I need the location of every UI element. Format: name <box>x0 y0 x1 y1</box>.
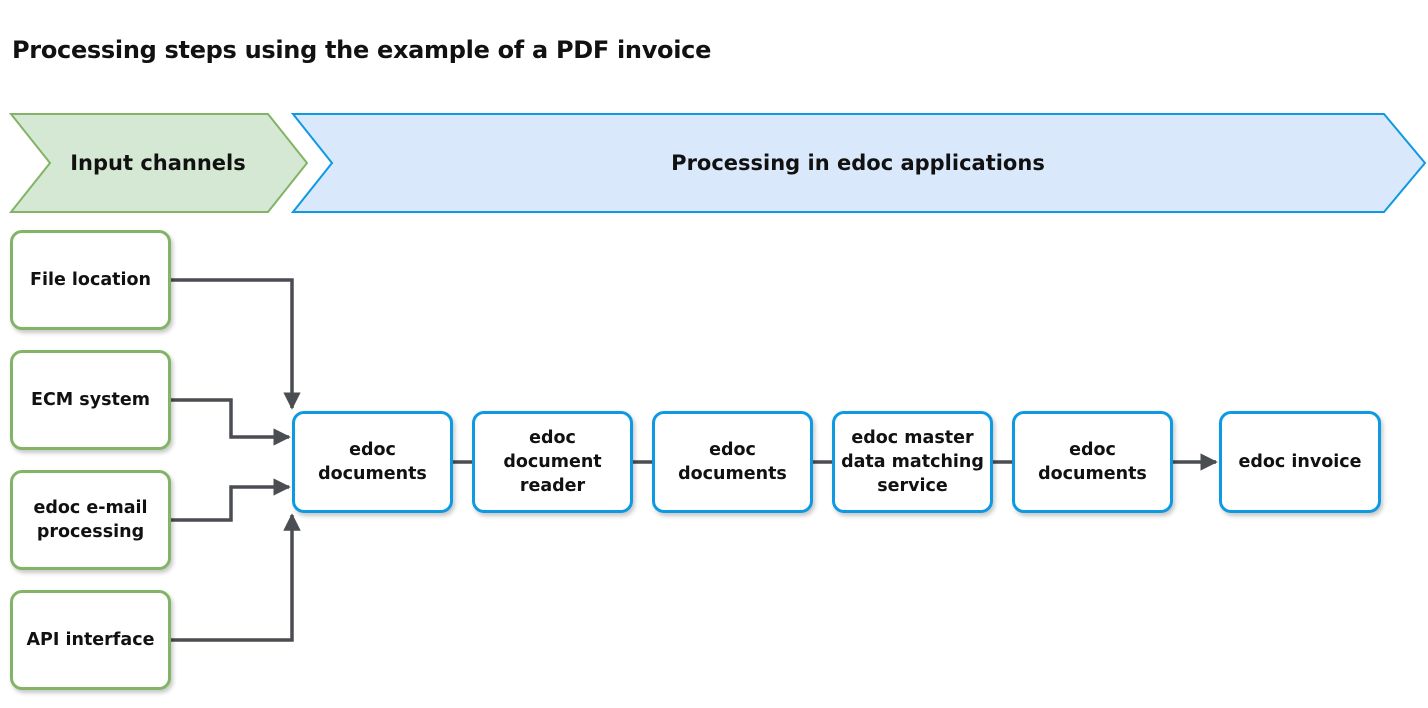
processing-banner-shape <box>290 113 1427 213</box>
input-file-location-label: File location <box>30 270 151 290</box>
step-edoc-documents-3-label: edoc documents <box>1038 440 1147 484</box>
connector-ecm-system <box>171 398 291 446</box>
diagram-title: Processing steps using the example of a … <box>12 36 712 64</box>
input-ecm-system[interactable]: ECM system <box>10 350 171 450</box>
step-edoc-documents-2-label: edoc documents <box>678 440 787 484</box>
input-email-processing-label: edoc e-mail processing <box>33 498 148 542</box>
step-edoc-documents-1-label: edoc documents <box>318 440 427 484</box>
input-file-location[interactable]: File location <box>10 230 171 330</box>
step-edoc-document-reader-label: edoc document reader <box>503 428 602 496</box>
step-edoc-documents-1[interactable]: edoc documents <box>292 411 453 513</box>
input-api-interface-label: API interface <box>26 630 155 650</box>
step-edoc-documents-2[interactable]: edoc documents <box>652 411 813 513</box>
input-channels-banner-shape <box>8 113 309 213</box>
input-api-interface[interactable]: API interface <box>10 590 171 690</box>
connector-file-location <box>171 278 301 410</box>
connector-email-processing <box>171 478 291 522</box>
input-ecm-system-label: ECM system <box>30 390 150 410</box>
processing-banner-label: Processing in edoc applications <box>671 151 1045 175</box>
input-email-processing[interactable]: edoc e-mail processing <box>10 470 171 570</box>
input-channels-banner-label: Input channels <box>70 151 246 175</box>
step-master-data-matching-label: edoc master data matching service <box>841 428 984 496</box>
step-edoc-document-reader[interactable]: edoc document reader <box>472 411 633 513</box>
connector-api-interface <box>171 513 301 642</box>
step-master-data-matching[interactable]: edoc master data matching service <box>832 411 993 513</box>
step-edoc-documents-3[interactable]: edoc documents <box>1012 411 1173 513</box>
step-edoc-invoice-label: edoc invoice <box>1238 452 1362 472</box>
step-edoc-invoice[interactable]: edoc invoice <box>1219 411 1381 513</box>
